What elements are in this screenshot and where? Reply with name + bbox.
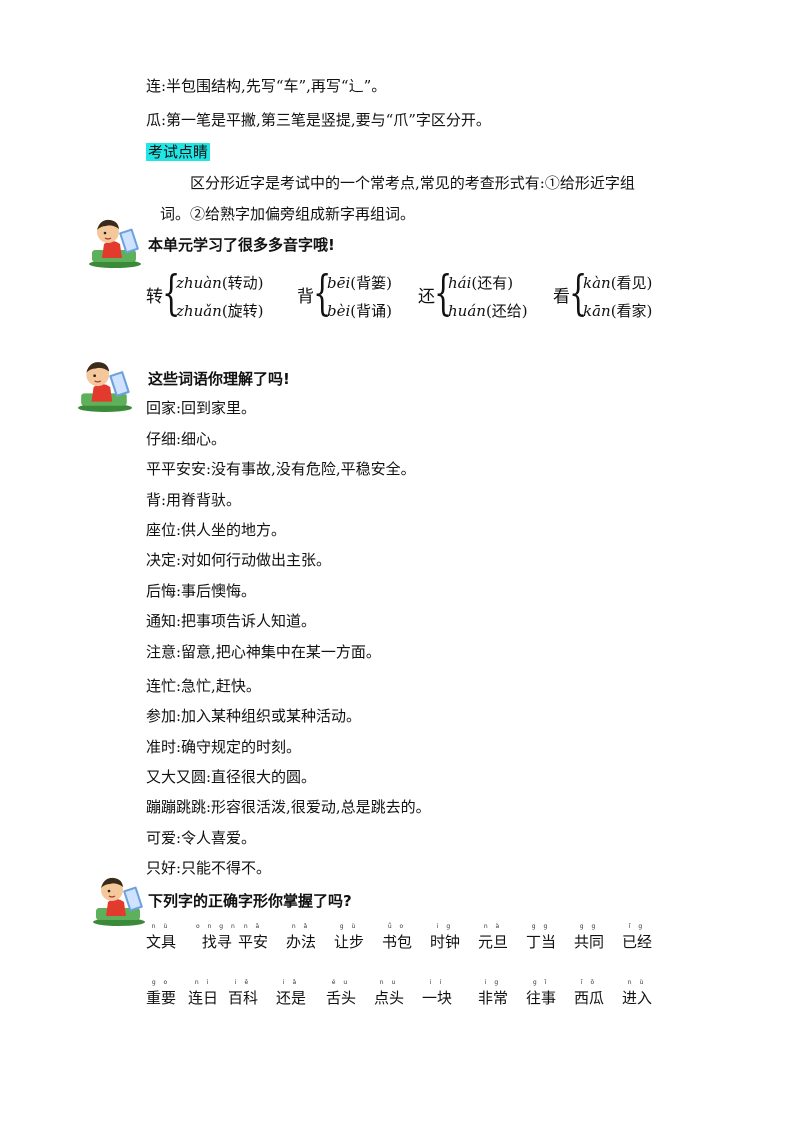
- exam-tip-label: 考试点睛: [146, 143, 211, 161]
- vocab-item: 注意:留意,把心神集中在某一方面。: [146, 643, 381, 661]
- polyphone-group-huan: 还 { hái(还有) huán(还给): [418, 266, 548, 326]
- polyphone-reading-1: zhuàn(转动): [176, 274, 264, 292]
- polyphone-char: 转: [146, 287, 163, 307]
- vocab-item: 回家:回到家里。: [146, 399, 257, 417]
- polyphone-heading: 本单元学习了很多多音字哦!: [148, 236, 335, 254]
- reading-kid-icon: [89, 219, 141, 268]
- polyphone-reading-1: hái(还有): [448, 274, 514, 292]
- vocab-item: 通知:把事项告诉人知道。: [146, 612, 317, 630]
- polyphone-reading-1: kàn(看见): [583, 274, 653, 292]
- polyphone-reading-2: bèi(背诵): [327, 302, 392, 320]
- vocab-item: 决定:对如何行动做出主张。: [146, 551, 332, 569]
- vocab-item: 后悔:事后懊悔。: [146, 582, 257, 600]
- polyphone-reading-1: bēi(背篓): [327, 274, 392, 292]
- polyphone-reading-2: huán(还给): [448, 302, 528, 320]
- brace-icon: {: [162, 265, 181, 321]
- note-lian: 连:半包围结构,先写“车”,再写“辶”。: [146, 77, 387, 95]
- polyphone-char: 还: [418, 287, 435, 307]
- polyphone-reading-2: zhuǎn(旋转): [176, 302, 264, 320]
- exam-tip-line1: 区分形近字是考试中的一个常考点,常见的考查形式有:①给形近字组: [190, 174, 635, 192]
- vocab-item: 背:用脊背驮。: [146, 491, 242, 509]
- polyphone-reading-2: kān(看家): [583, 302, 653, 320]
- glyph-heading: 下列字的正确字形你掌握了吗?: [148, 892, 352, 910]
- vocab-heading: 这些词语你理解了吗!: [148, 370, 290, 388]
- vocab-item: 蹦蹦跳跳:形容很活泼,很爱动,总是跳去的。: [146, 798, 431, 816]
- polyphone-char: 背: [297, 287, 314, 307]
- note-gua: 瓜:第一笔是平撇,第三笔是竖提,要与“爪”字区分开。: [146, 111, 491, 129]
- vocab-item: 平平安安:没有事故,没有危险,平稳安全。: [146, 460, 416, 478]
- vocab-item: 可爱:令人喜爱。: [146, 829, 257, 847]
- reading-kid-icon: [93, 877, 145, 926]
- polyphone-char: 看: [553, 287, 570, 307]
- vocab-item: 又大又圆:直径很大的圆。: [146, 768, 317, 786]
- vocab-item: 只好:只能不得不。: [146, 859, 272, 877]
- exam-tip-label-row: 考试点睛: [146, 142, 211, 162]
- reading-kid-icon: [78, 362, 132, 412]
- exam-tip-line2: 词。②给熟字加偏旁组成新字再组词。: [160, 205, 416, 223]
- polyphone-group-kan: 看 { kàn(看见) kān(看家): [553, 266, 673, 326]
- brace-icon: {: [313, 265, 332, 321]
- polyphone-group-bei: 背 { bēi(背篓) bèi(背诵): [297, 266, 417, 326]
- polyphone-group-zhuan: 转 { zhuàn(转动) zhuǎn(旋转): [146, 266, 286, 326]
- brace-icon: {: [434, 265, 453, 321]
- vocab-item: 准时:确守规定的时刻。: [146, 738, 302, 756]
- vocab-item: 连忙:急忙,赶快。: [146, 677, 261, 695]
- vocab-item: 参加:加入某种组织或某种活动。: [146, 707, 362, 725]
- vocab-item: 座位:供人坐的地方。: [146, 521, 287, 539]
- brace-icon: {: [569, 265, 588, 321]
- vocab-item: 仔细:细心。: [146, 430, 227, 448]
